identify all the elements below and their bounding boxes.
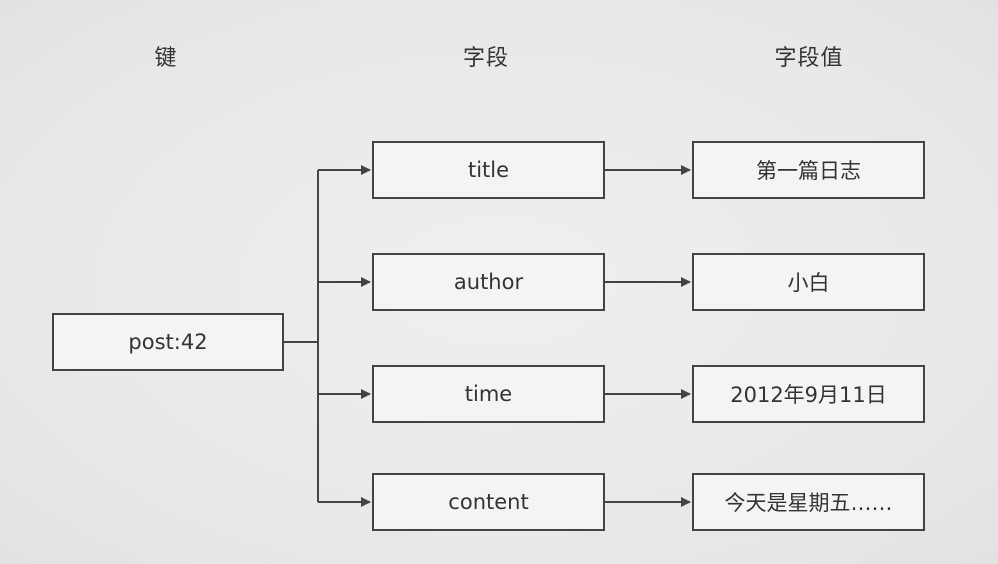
header-field: 字段 [462, 46, 509, 71]
header-field-value: 字段值 [774, 46, 844, 71]
field-box-time: time [372, 365, 605, 423]
field-box-author: author [372, 253, 605, 311]
key-box: post:42 [52, 313, 284, 371]
value-box-title: 第一篇日志 [692, 141, 925, 199]
header-key: 键 [154, 46, 178, 71]
field-box-content: content [372, 473, 605, 531]
value-box-author: 小白 [692, 253, 925, 311]
value-box-content: 今天是星期五…… [692, 473, 925, 531]
value-box-time: 2012年9月11日 [692, 365, 925, 423]
field-box-title: title [372, 141, 605, 199]
